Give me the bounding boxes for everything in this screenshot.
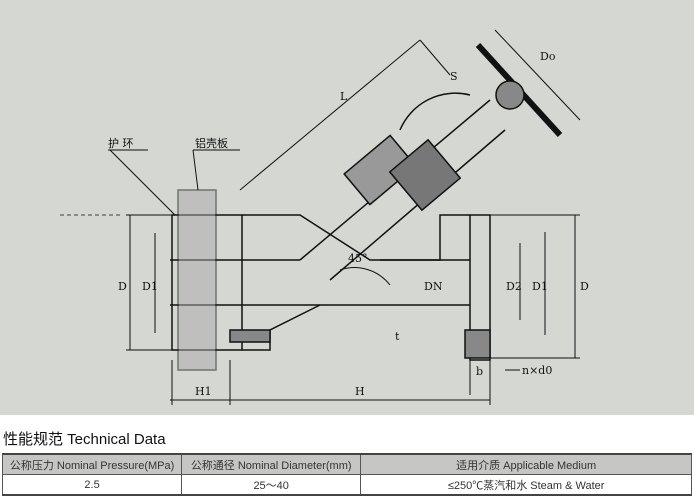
valve-stem [299,99,506,281]
cell-pressure: 2.5 [1,474,183,496]
label-guard-ring: 护 环 [108,136,134,150]
label-angle: 45° [348,252,368,265]
label-DN: DN [424,280,443,293]
label-D-right: D [580,280,589,293]
valve-technical-drawing: 护 环 铝壳板 L Do S D D1 DN D2 D1 D 45° t H1 … [0,0,694,415]
label-D2: D2 [506,280,522,293]
table-header-row: 公称压力 Nominal Pressure(MPa) 公称通径 Nominal … [1,453,692,475]
label-H: H [355,385,365,398]
label-Do: Do [540,50,556,63]
label-D1-right: D1 [532,280,548,293]
label-D1-left: D1 [142,280,158,293]
header-nominal-diameter: 公称通径 Nominal Diameter(mm) [181,453,362,475]
technical-data-table: 公称压力 Nominal Pressure(MPa) 公称通径 Nominal … [1,453,692,496]
header-nominal-pressure: 公称压力 Nominal Pressure(MPa) [1,453,183,475]
cell-diameter: 25～40 [181,474,362,496]
label-D-left: D [118,280,127,293]
label-bolts: n×d0 [522,364,552,377]
label-b: b [476,365,483,378]
cell-medium: ≤250℃蒸汽和水 Steam & Water [360,474,692,496]
section-title: 性能规范 Technical Data [3,431,166,448]
right-flange [469,214,491,361]
label-L: L [340,90,348,103]
label-t: t [395,330,400,343]
header-applicable-medium: 适用介质 Applicable Medium [360,453,692,475]
table-row: 2.5 25～40 ≤250℃蒸汽和水 Steam & Water [1,474,692,496]
label-shell-plate: 铝壳板 [195,136,228,150]
label-S: S [450,70,458,83]
label-H1: H1 [195,385,212,398]
